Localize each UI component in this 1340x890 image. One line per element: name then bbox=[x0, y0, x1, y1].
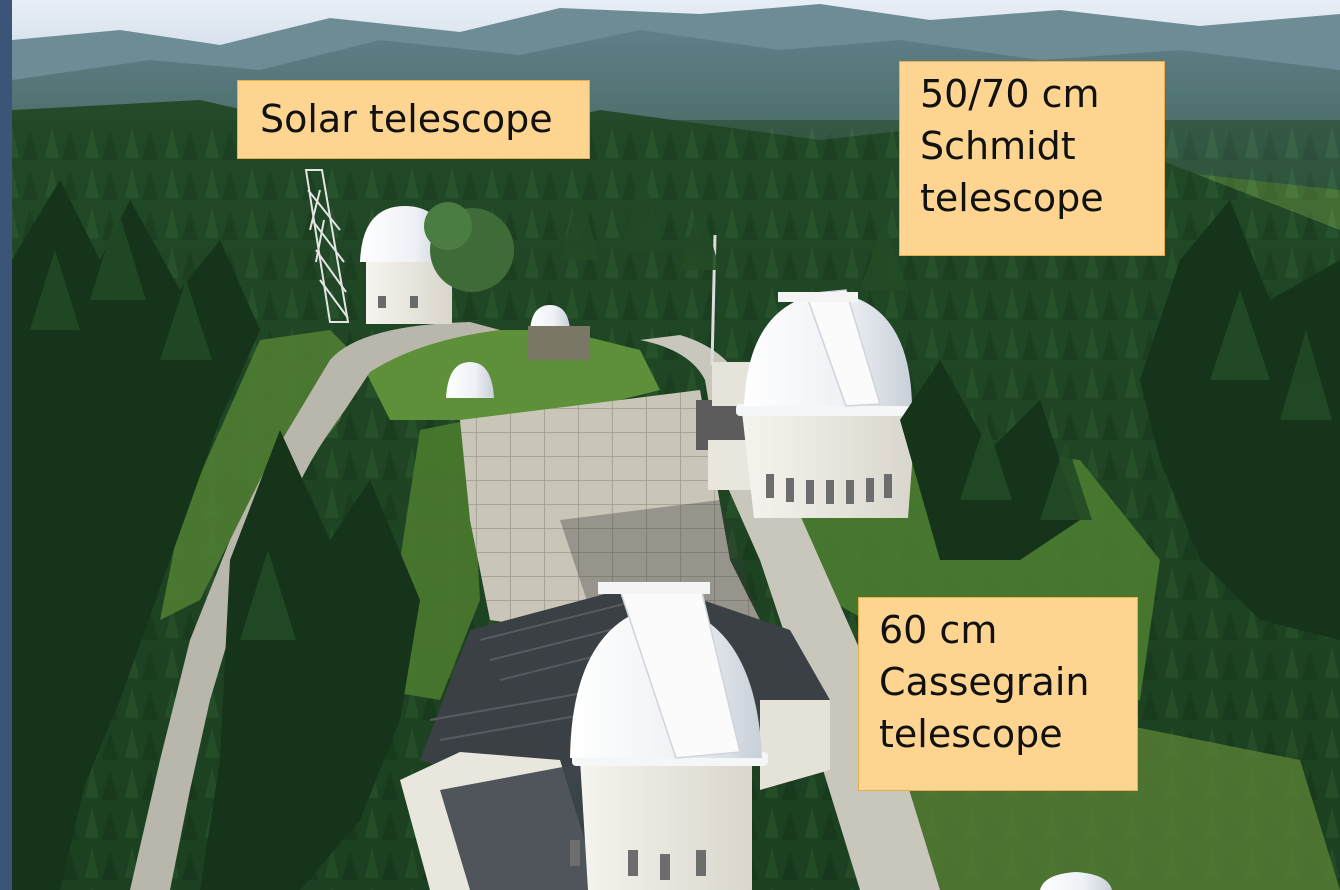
solar-telescope-label: Solar telescope bbox=[237, 80, 590, 159]
cassegrain-telescope-label: 60 cm Cassegrain telescope bbox=[858, 597, 1138, 791]
schmidt-telescope-label: 50/70 cm Schmidt telescope bbox=[899, 61, 1165, 256]
